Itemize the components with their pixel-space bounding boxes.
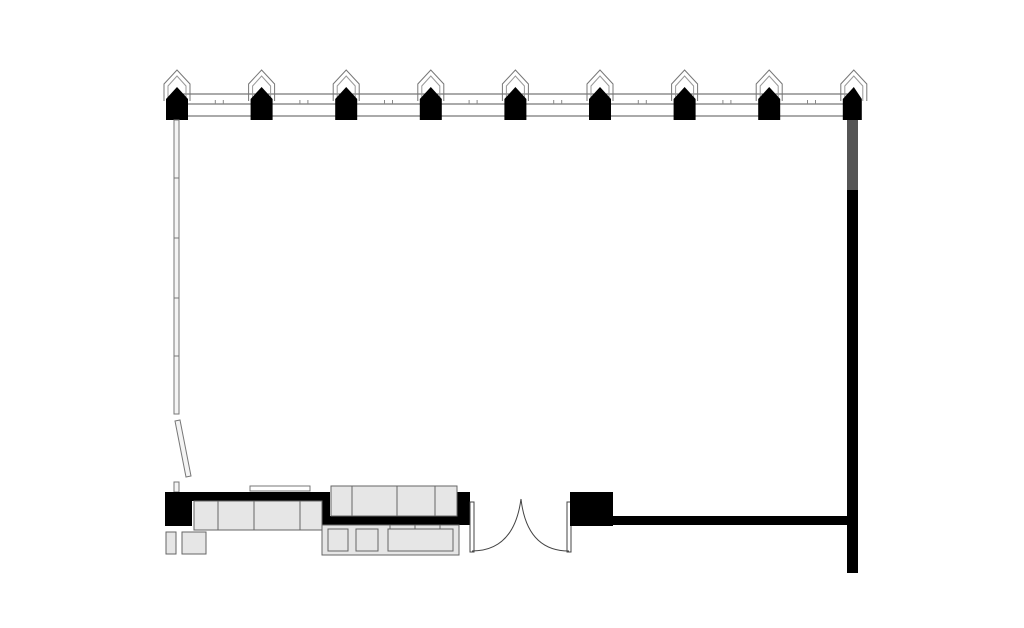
structural-column xyxy=(840,69,868,120)
structural-column xyxy=(417,69,445,120)
column-core xyxy=(504,87,527,120)
glass-panel xyxy=(173,119,180,179)
cabinet-inset xyxy=(327,528,349,552)
column-shell-inner xyxy=(252,75,272,101)
column-core xyxy=(419,87,442,120)
glass-panel xyxy=(173,355,180,415)
column-shell xyxy=(163,69,191,101)
column-shell xyxy=(840,69,868,101)
glass-stub xyxy=(173,481,180,493)
cabinet-inset xyxy=(355,528,379,552)
door-leaf-right xyxy=(566,501,572,553)
east-wall xyxy=(847,190,858,573)
column-shell-inner xyxy=(167,75,187,101)
column-shell-inner xyxy=(675,75,695,101)
south-wall-west xyxy=(165,492,470,526)
column-shell-inner xyxy=(590,75,610,101)
south-wall-lower-band xyxy=(322,516,470,525)
column-shell-inner xyxy=(421,75,441,101)
structural-column xyxy=(586,69,614,120)
door-leaf-left xyxy=(469,501,475,553)
column-shell xyxy=(755,69,783,101)
south-wall-east-band xyxy=(613,516,853,525)
east-wall-shaded-segment xyxy=(847,120,858,190)
structural-column xyxy=(671,69,699,120)
column-core xyxy=(842,87,862,120)
storage-units xyxy=(165,485,460,556)
structural-column xyxy=(755,69,783,120)
angled-glass-panel xyxy=(174,419,192,478)
south-wall-pier-east xyxy=(570,492,613,526)
structural-column xyxy=(248,69,276,120)
column-core xyxy=(166,87,188,120)
column-shell-inner xyxy=(505,75,525,101)
south-wall-top-band xyxy=(165,492,330,501)
structural-columns xyxy=(163,69,868,120)
small-cabinet xyxy=(165,531,177,555)
column-shell xyxy=(671,69,699,101)
structural-column xyxy=(163,69,191,120)
door-swing-arc-right xyxy=(520,498,570,552)
column-core xyxy=(673,87,696,120)
column-shell xyxy=(332,69,360,101)
structural-column xyxy=(501,69,529,120)
small-cabinet xyxy=(181,531,207,555)
column-core xyxy=(250,87,273,120)
cabinet-run-upper xyxy=(330,485,458,517)
south-wall-east xyxy=(570,492,853,526)
column-core xyxy=(335,87,358,120)
column-shell-inner xyxy=(759,75,779,101)
glass-panel xyxy=(173,177,180,239)
column-shell xyxy=(501,69,529,101)
column-core xyxy=(758,87,781,120)
south-wall-window xyxy=(249,485,311,492)
column-shell-inner xyxy=(336,75,356,101)
door-swing-arc-left xyxy=(471,498,522,552)
column-shell xyxy=(417,69,445,101)
glass-panel xyxy=(173,297,180,357)
south-wall-right-jamb xyxy=(457,492,470,525)
structural-column xyxy=(332,69,360,120)
west-glass-partition xyxy=(173,119,192,493)
window-mullions xyxy=(214,100,816,104)
cabinet-run-lower xyxy=(193,500,323,531)
cabinet-inset xyxy=(387,528,454,552)
glass-panel xyxy=(173,237,180,299)
column-shell-inner xyxy=(844,75,864,101)
double-door xyxy=(469,498,572,553)
column-core xyxy=(589,87,611,120)
column-shell xyxy=(248,69,276,101)
south-wall-step-left xyxy=(322,492,330,526)
column-shell xyxy=(586,69,614,101)
